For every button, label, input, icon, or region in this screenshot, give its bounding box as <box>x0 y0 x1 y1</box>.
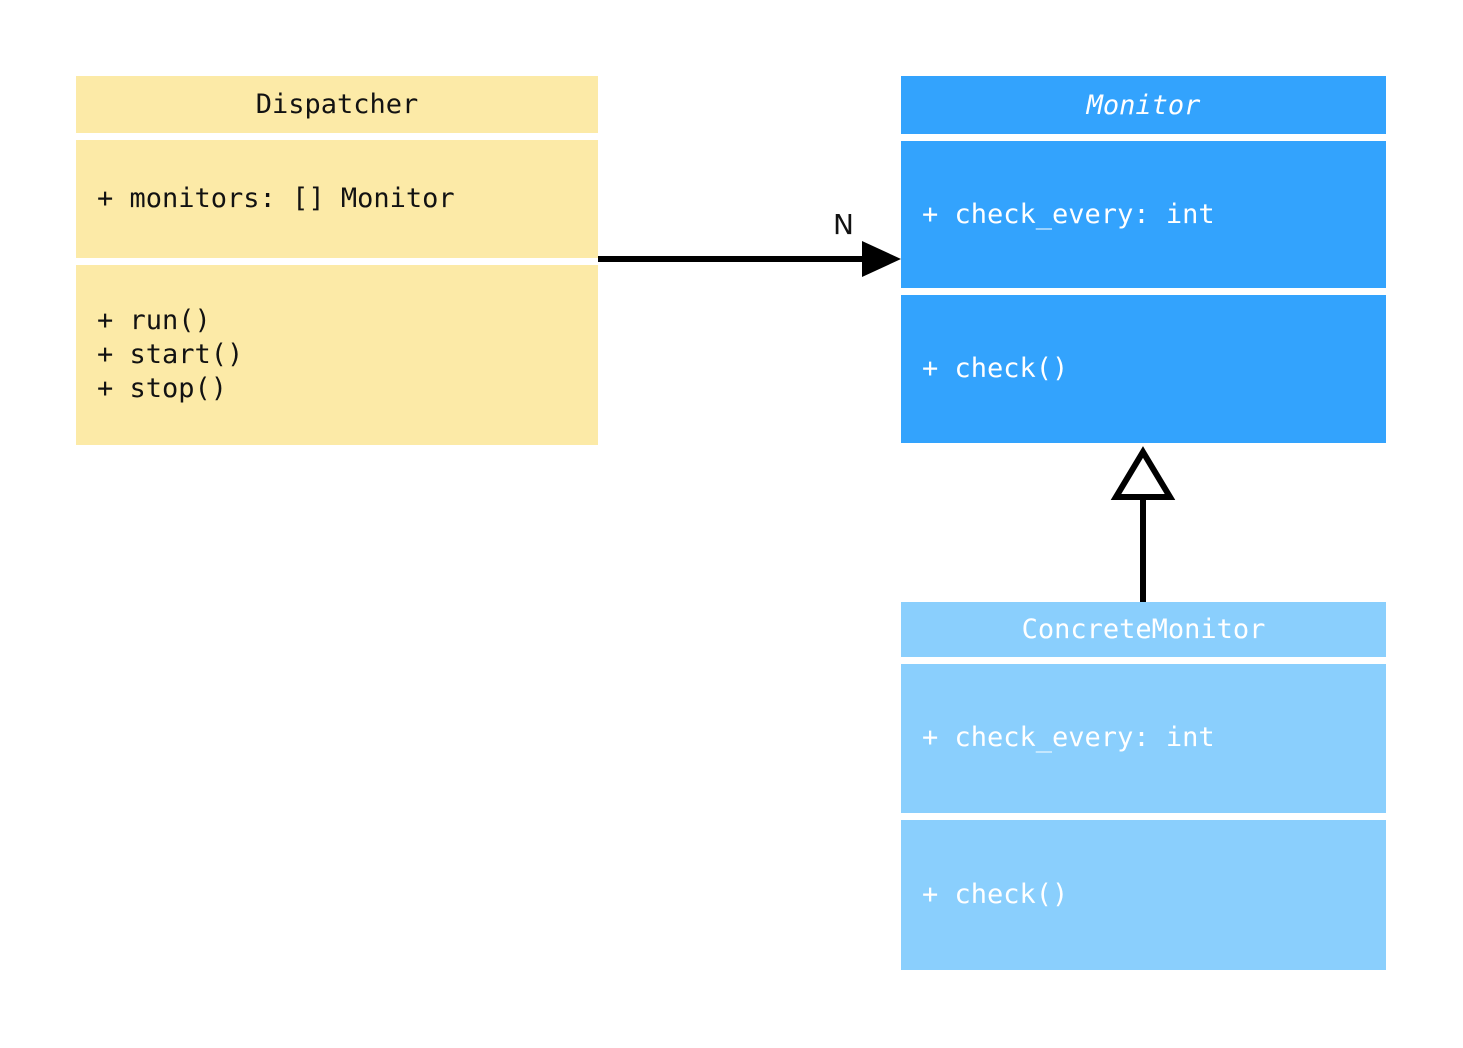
inheritance-arrow-concrete-monitor-to-monitor <box>1110 446 1176 602</box>
attribute-row: + check_every: int <box>922 198 1215 230</box>
class-box-dispatcher[interactable]: Dispatcher + monitors: [] Monitor + run(… <box>76 76 598 445</box>
association-arrowhead-icon <box>862 241 901 277</box>
class-name-concrete-monitor: ConcreteMonitor <box>1021 613 1266 645</box>
class-attributes-dispatcher: + monitors: [] Monitor <box>76 140 598 258</box>
attribute-row: + monitors: [] Monitor <box>97 183 455 214</box>
method-row: + stop() <box>97 373 228 404</box>
class-box-concrete-monitor[interactable]: ConcreteMonitor + check_every: int + che… <box>901 602 1386 970</box>
class-attributes-monitor: + check_every: int <box>901 141 1386 288</box>
method-row: + check() <box>922 353 1069 384</box>
class-methods-dispatcher: + run() + start() + stop() <box>76 265 598 445</box>
class-divider <box>901 288 1386 295</box>
class-box-monitor[interactable]: Monitor + check_every: int + check() <box>901 76 1386 443</box>
class-divider <box>901 812 1386 820</box>
attribute-row: + check_every: int <box>922 722 1215 754</box>
class-divider <box>901 134 1386 141</box>
class-attributes-concrete-monitor: + check_every: int <box>901 664 1386 813</box>
method-row: + run() <box>97 305 211 336</box>
association-multiplicity-label: N <box>833 208 854 241</box>
method-row: + start() <box>97 339 244 370</box>
class-methods-concrete-monitor: + check() <box>901 820 1386 970</box>
class-name-monitor: Monitor <box>1086 89 1201 121</box>
method-row: + check() <box>922 878 1069 910</box>
class-divider <box>76 258 598 265</box>
class-divider <box>76 133 598 140</box>
class-methods-monitor: + check() <box>901 295 1386 443</box>
class-divider <box>901 656 1386 664</box>
association-arrow-dispatcher-to-monitor <box>598 241 901 277</box>
inheritance-arrowhead-icon <box>1110 446 1176 500</box>
class-name-dispatcher: Dispatcher <box>255 89 419 120</box>
